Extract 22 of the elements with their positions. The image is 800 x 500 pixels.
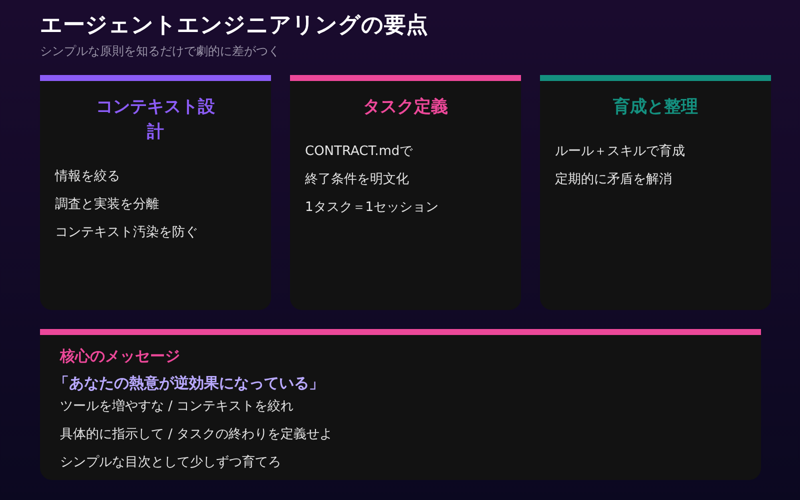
card-heading: 育成と整理 — [612, 96, 699, 119]
card-heading: 核心のメッセージ — [60, 347, 180, 366]
card-heading: コンテキスト設計 — [96, 96, 216, 144]
principle-card — [40, 75, 271, 310]
quote-text: 「あなたの熱意が逆効果になっている」 — [54, 374, 324, 393]
bullet-text: コンテキスト汚染を防ぐ — [55, 224, 198, 242]
bullet-text: 情報を絞る — [55, 168, 120, 186]
principle-card — [540, 75, 771, 310]
bullet-text: ルール＋スキルで育成 — [555, 142, 685, 161]
subtitle: シンプルな原則を知るだけで劇的に差がつく — [40, 43, 280, 60]
bullet-text: 1タスク＝1セッション — [305, 199, 439, 217]
message-line: 具体的に指示して / タスクの終わりを定義せよ — [60, 426, 333, 444]
bullet-text: CONTRACT.mdで — [305, 143, 413, 161]
message-line: ツールを増やすな / コンテキストを絞れ — [60, 398, 294, 416]
title: エージェントエンジニアリングの要点 — [40, 12, 428, 40]
bullet-text: 終了条件を明文化 — [305, 171, 409, 189]
principle-card — [290, 75, 521, 310]
message-line: シンプルな目次として少しずつ育てろ — [60, 454, 281, 472]
bullet-text: 定期的に矛盾を解消 — [555, 171, 672, 189]
bullet-text: 調査と実装を分離 — [55, 196, 159, 214]
card-heading: タスク定義 — [362, 96, 449, 119]
message-panel — [40, 329, 761, 480]
